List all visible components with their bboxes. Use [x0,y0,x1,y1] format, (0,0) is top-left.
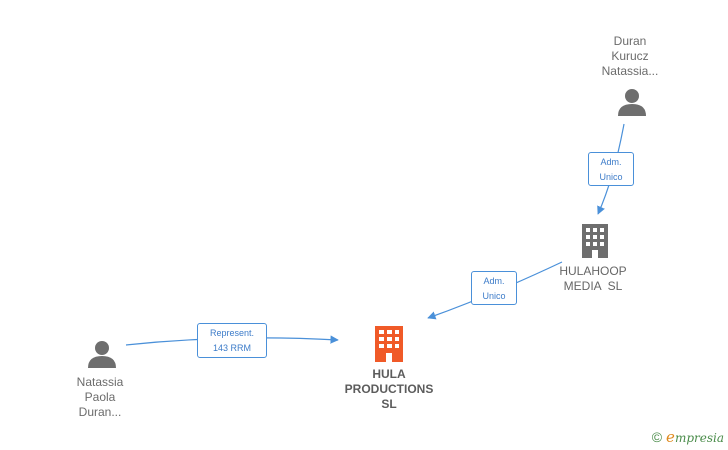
empresia-logo-rest: mpresia [674,431,724,445]
edge-label-line: Represent. [209,328,255,338]
node-label-line: Paola [84,390,116,404]
edge-label-line: Adm. [483,276,505,286]
node-label-line: Duran... [78,405,122,419]
node-label-line: SL [381,397,397,411]
edge-label-line: 143 RRM [212,343,251,353]
node-label-natassia[interactable]: Natassia Paola Duran... [60,375,140,420]
edge-label-line: Unico [482,291,506,301]
node-label-line: Natassia [76,375,124,389]
node-label-line: PRODUCTIONS [344,382,434,396]
node-label-line: Duran [613,34,647,48]
edge-label-duran-to-hulahoop[interactable]: Adm. Unico [588,152,634,186]
edge-label-line: Unico [599,172,623,182]
node-label-line: Natassia... [601,64,659,78]
edge-label-natassia-to-hula[interactable]: Represent. 143 RRM [197,323,267,358]
person-icon[interactable] [88,341,116,368]
node-label-line: MEDIA SL [563,279,623,293]
node-label-line: HULAHOOP [559,264,627,278]
node-label-line: HULA [372,367,406,381]
node-label-line: Kurucz [611,49,649,63]
node-label-duran-kurucz[interactable]: Duran Kurucz Natassia... [590,34,670,79]
footer-brand[interactable]: © empresia [652,428,724,446]
person-icon[interactable] [618,89,646,116]
copyright-symbol: © [651,429,663,445]
node-label-hulahoop[interactable]: HULAHOOP MEDIA SL [548,264,638,294]
edge-label-line: Adm. [600,157,622,167]
building-icon[interactable] [582,224,608,258]
node-label-hula-productions[interactable]: HULA PRODUCTIONS SL [334,367,444,412]
edge-label-hulahoop-to-hula[interactable]: Adm. Unico [471,271,517,305]
empresia-logo-first-letter: e [666,428,675,446]
building-icon[interactable] [375,326,403,362]
empresia-logo: empresia [666,428,724,446]
